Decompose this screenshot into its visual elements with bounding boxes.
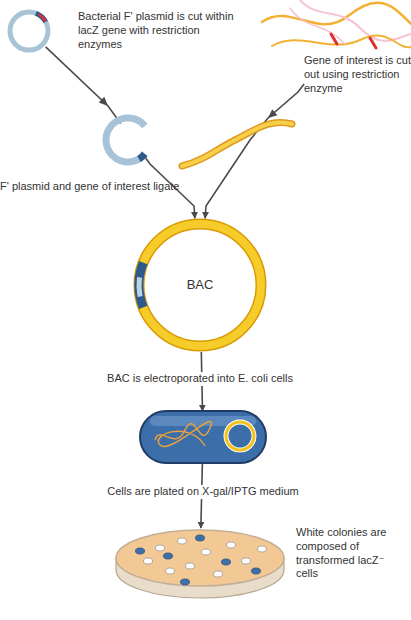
gene-source: Gene of interest is cut out using restri… (262, 0, 411, 84)
step-caption: BAC (133, 277, 267, 293)
arrow-head (99, 97, 108, 106)
ecoli-cell: Cells are plated on X-gal/IPTG medium (140, 411, 266, 463)
step-caption: White colonies are composed of transform… (296, 526, 408, 581)
bac-circle: BAC (133, 218, 267, 352)
donor-dna (262, 0, 411, 48)
cut-plasmid (106, 118, 146, 162)
step-note: F' plasmid and gene of interest ligate (0, 180, 230, 194)
arrow-head (268, 109, 277, 118)
gene-fragment (182, 122, 292, 166)
plasmid-ring-outline (6, 8, 52, 54)
flow-arrow (205, 84, 304, 218)
step-caption: Cells are plated on X-gal/IPTG medium (73, 485, 333, 499)
petri-dish-outline (114, 528, 286, 600)
flow-arrow (46, 47, 195, 218)
step-caption: Gene of interest is cut out using restri… (304, 54, 411, 95)
step-caption: Bacterial F' plasmid is cut within lacZ … (78, 10, 238, 51)
edge-label: BAC is electroporated into E. coli cells (60, 372, 340, 386)
ecoli-cell-outline (140, 411, 266, 463)
petri-dish: White colonies are composed of transform… (114, 528, 286, 600)
plasmid-ring: Bacterial F' plasmid is cut within lacZ … (6, 8, 52, 54)
